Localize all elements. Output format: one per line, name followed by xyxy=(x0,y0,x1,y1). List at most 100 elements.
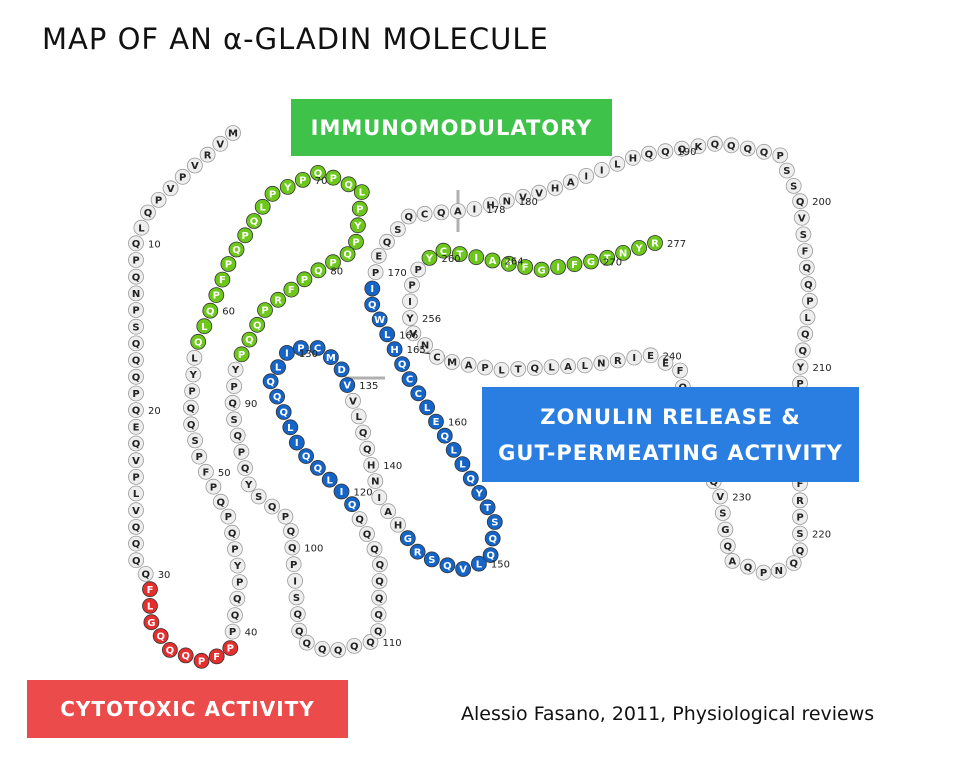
amino-acid-bead: Q xyxy=(484,530,501,547)
bead-letter: Q xyxy=(266,377,275,388)
bead-circle xyxy=(439,557,456,574)
amino-acid-bead: V xyxy=(128,502,144,519)
bead-letter: Q xyxy=(645,149,654,160)
amino-acid-bead: V xyxy=(212,135,229,152)
amino-acid-bead: Y xyxy=(229,557,246,574)
bead-circle xyxy=(401,371,418,388)
amino-acid-bead: Q xyxy=(289,606,306,622)
amino-acid-bead: V xyxy=(339,377,356,394)
bead-letter: R xyxy=(796,496,804,507)
bead-circle xyxy=(802,292,818,309)
bead-letter: S xyxy=(255,492,262,503)
bead-circle xyxy=(240,476,257,493)
bead-circle xyxy=(214,271,231,288)
bead-letter: Q xyxy=(250,217,259,228)
amino-acid-bead: V xyxy=(515,188,531,205)
bead-letter: Q xyxy=(294,610,303,621)
amino-acid-bead: Q xyxy=(177,647,194,664)
bead-letter: Y xyxy=(353,221,362,232)
bead-circle xyxy=(562,174,579,190)
amino-acid-bead: F xyxy=(214,271,231,288)
bead-letter: Q xyxy=(245,335,254,346)
position-label: 260 xyxy=(442,254,461,265)
amino-acid-bead: E xyxy=(657,354,674,371)
amino-acid-bead: T xyxy=(599,249,616,266)
bead-letter: P xyxy=(806,296,813,307)
amino-acid-bead: I xyxy=(468,249,485,266)
position-label: 264 xyxy=(505,257,524,268)
bead-letter: N xyxy=(371,477,379,488)
amino-acid-bead: Q xyxy=(202,302,219,319)
bead-letter: L xyxy=(287,423,294,434)
bead-circle xyxy=(348,233,364,250)
amino-acid-bead: Q xyxy=(371,556,388,573)
cytotoxic-label: CYTOTOXIC ACTIVITY xyxy=(27,680,348,738)
bead-circle xyxy=(402,310,418,326)
bead-circle xyxy=(500,255,517,272)
amino-acid-bead: L xyxy=(350,408,367,425)
amino-acid-bead: S xyxy=(288,589,305,606)
bead-circle xyxy=(770,562,787,579)
bead-letter: Q xyxy=(303,638,312,649)
amino-acid-bead: Q xyxy=(719,538,736,554)
amino-acid-bead: I xyxy=(593,161,610,178)
amino-acid-bead: Q xyxy=(362,634,379,650)
amino-acid-bead: I xyxy=(626,349,643,366)
amino-acid-bead: P xyxy=(184,383,201,400)
amino-acid-bead: P xyxy=(792,509,808,525)
bead-circle xyxy=(186,349,203,366)
bead-circle xyxy=(128,452,144,469)
amino-acid-bead: Q xyxy=(212,493,229,510)
amino-acid-bead: S xyxy=(226,411,243,428)
bead-letter: G xyxy=(721,525,729,536)
bead-circle xyxy=(226,378,243,395)
bead-letter: Q xyxy=(398,360,407,371)
bead-letter: V xyxy=(535,188,543,199)
amino-acid-bead: Q xyxy=(344,496,361,513)
amino-acid-bead: A xyxy=(562,174,579,190)
amino-acid-bead: Q xyxy=(183,416,200,433)
bead-letter: P xyxy=(777,151,784,162)
bead-circle xyxy=(371,573,388,589)
amino-acid-bead: Q xyxy=(140,204,156,221)
bead-circle xyxy=(199,146,216,163)
bead-letter: T xyxy=(515,365,522,376)
bead-circle xyxy=(468,249,485,266)
amino-acid-bead: G xyxy=(717,521,734,538)
bead-circle xyxy=(298,634,315,651)
position-label: 30 xyxy=(158,570,171,581)
amino-acid-bead: C xyxy=(416,205,433,222)
amino-acid-bead: P xyxy=(367,264,384,281)
bead-circle xyxy=(333,361,350,378)
amino-acid-bead: I xyxy=(402,293,418,310)
bead-letter: S xyxy=(719,509,726,520)
bead-circle xyxy=(389,221,406,238)
amino-acid-bead: F xyxy=(517,259,534,275)
bead-letter: L xyxy=(138,223,145,234)
bead-circle xyxy=(174,168,191,185)
bead-letter: Q xyxy=(217,497,226,508)
bead-circle xyxy=(177,647,194,664)
bead-letter: P xyxy=(155,196,162,207)
bead-letter: V xyxy=(343,381,351,392)
amino-acid-bead: Q xyxy=(128,402,144,419)
bead-circle xyxy=(128,302,144,318)
bead-circle xyxy=(615,244,631,261)
bead-circle xyxy=(227,607,243,623)
amino-acid-bead: Q xyxy=(641,145,657,162)
bead-letter: Q xyxy=(228,398,237,409)
amino-acid-bead: Q xyxy=(785,555,802,571)
bead-letter: Q xyxy=(374,627,383,638)
bead-letter: Q xyxy=(727,141,736,152)
amino-acid-bead: M xyxy=(225,125,241,141)
bead-circle xyxy=(371,311,388,328)
bead-letter: S xyxy=(394,225,401,236)
bead-circle xyxy=(772,147,789,164)
bead-circle xyxy=(642,347,659,364)
bead-letter: Q xyxy=(273,392,282,403)
bead-circle xyxy=(479,499,496,516)
amino-acid-bead: Q xyxy=(359,440,376,457)
amino-acid-bead: P xyxy=(755,564,772,581)
amino-acid-bead: Q xyxy=(291,622,308,639)
amino-acid-bead: R xyxy=(199,146,216,163)
